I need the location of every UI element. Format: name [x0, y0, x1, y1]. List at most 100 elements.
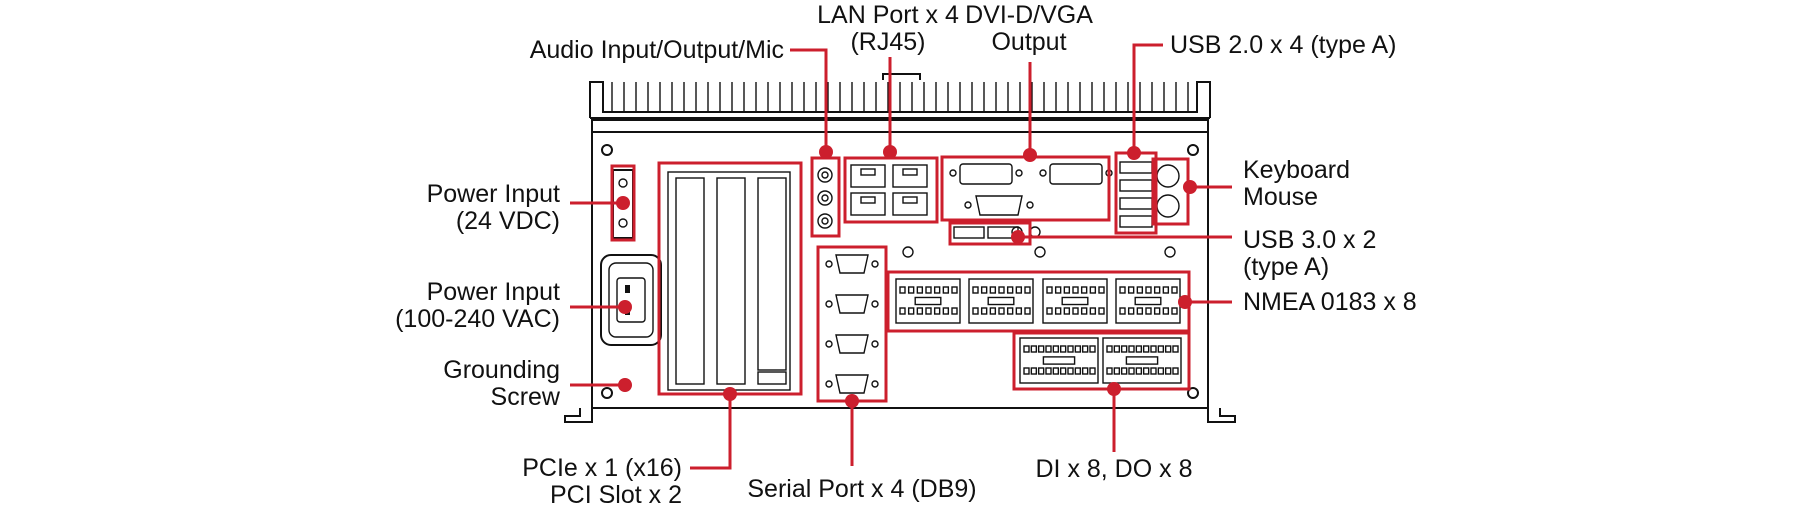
db9-connector — [835, 334, 869, 354]
dvi-screw — [1039, 169, 1047, 177]
terminal-key — [1125, 356, 1159, 365]
pci-slot — [716, 177, 746, 385]
dvi-connector — [959, 163, 1013, 185]
terminal-pin — [1030, 345, 1038, 353]
dot-dvi — [1023, 148, 1037, 162]
dvi-screw — [1015, 169, 1023, 177]
dot-kbd — [1183, 180, 1197, 194]
ps2-port — [1156, 194, 1180, 218]
usb2-ports — [1119, 161, 1153, 228]
terminal-pin — [1054, 286, 1062, 294]
terminal-pin — [1081, 367, 1089, 375]
video-connectors — [949, 163, 1113, 216]
usb2-port — [1119, 179, 1153, 192]
terminal-pin — [1074, 367, 1082, 375]
terminal-pin — [1135, 345, 1143, 353]
terminal-pin — [1015, 286, 1023, 294]
terminal-pin — [1120, 345, 1128, 353]
db9-connector — [835, 254, 869, 274]
db9-screw — [871, 380, 879, 388]
label-usb3-line1: USB 3.0 x 2 — [1243, 226, 1376, 254]
front-panel — [591, 119, 1209, 409]
terminal-screw — [618, 178, 628, 188]
terminal-pin — [1045, 367, 1052, 375]
terminal-pin — [1153, 307, 1161, 315]
rj45-latch — [902, 168, 918, 176]
terminal-pin — [1098, 286, 1105, 294]
usb3-port — [953, 226, 985, 239]
rj45-port — [892, 192, 928, 216]
terminal-pin — [951, 307, 958, 315]
terminal-pin — [1046, 286, 1053, 294]
terminal-pin — [1030, 367, 1038, 375]
terminal-pin — [1098, 307, 1105, 315]
box-usb3 — [948, 221, 1032, 246]
callout-leaders — [570, 43, 1232, 470]
rj45-port — [892, 164, 928, 188]
db9-connector — [835, 294, 869, 314]
box-usb2 — [1114, 151, 1158, 235]
terminal-key — [987, 296, 1015, 306]
audio-jacks — [817, 167, 833, 229]
terminal-pin — [1136, 307, 1144, 315]
terminal-pin — [1089, 345, 1096, 353]
terminal-pin — [1106, 345, 1113, 353]
terminal-pin — [1171, 307, 1178, 315]
terminal-pin — [907, 307, 915, 315]
audio-jack-core — [821, 194, 829, 202]
terminal-pin — [1059, 367, 1067, 375]
dot-pwrac — [618, 300, 632, 314]
dot-dido — [1107, 382, 1121, 396]
db9-screw — [825, 380, 833, 388]
audio-jack — [817, 190, 833, 206]
vga-screw — [1026, 201, 1034, 209]
mounting-foot-left — [564, 408, 593, 423]
pci-bay-frame — [667, 171, 791, 391]
terminal-pin — [1006, 307, 1014, 315]
db9-screw — [871, 340, 879, 348]
terminal-pin — [1164, 367, 1172, 375]
dot-pcie — [723, 387, 737, 401]
label-pwr24-line1: Power Input — [427, 180, 560, 208]
terminal-pin — [1074, 345, 1082, 353]
terminal-pin — [1171, 286, 1178, 294]
terminal-pin — [942, 286, 950, 294]
terminal-pin — [980, 286, 988, 294]
terminal-pin — [1052, 367, 1060, 375]
box-lan — [843, 156, 939, 224]
ac-inlet-inner — [608, 262, 654, 338]
dot-audio — [819, 145, 833, 159]
audio-jack-core — [821, 171, 829, 179]
terminal-block — [1019, 337, 1099, 384]
terminal-pin — [933, 286, 941, 294]
terminal-pin — [1127, 286, 1135, 294]
db9-screw — [825, 340, 833, 348]
dot-usb2 — [1127, 146, 1141, 160]
terminal-pin — [1089, 307, 1097, 315]
label-nmea: NMEA 0183 x 8 — [1243, 288, 1417, 316]
db9-screw — [871, 260, 879, 268]
terminal-pin — [1067, 345, 1074, 353]
usb2-port — [1119, 197, 1153, 210]
dot-lan — [883, 145, 897, 159]
terminal-pin — [1153, 286, 1161, 294]
terminal-block — [1042, 278, 1108, 324]
rj45-port — [850, 164, 886, 188]
label-pcie-line2: PCI Slot x 2 — [550, 481, 682, 509]
terminal-pin — [1150, 345, 1157, 353]
box-dido — [1012, 331, 1191, 391]
terminal-pin — [1072, 286, 1079, 294]
leader-pcie — [690, 394, 732, 470]
terminal-screw — [618, 218, 628, 228]
terminal-pin — [1023, 367, 1030, 375]
rj45-port — [850, 192, 886, 216]
terminal-pin — [899, 307, 906, 315]
label-mouse: Mouse — [1243, 183, 1318, 211]
terminal-pin — [1150, 367, 1157, 375]
terminal-pin — [1045, 345, 1052, 353]
terminal-pin — [1006, 286, 1014, 294]
nmea-terminal-blocks — [895, 278, 1181, 324]
dot-pwr24 — [616, 196, 630, 210]
terminal-pin — [1157, 367, 1165, 375]
terminal-pin — [1054, 307, 1062, 315]
